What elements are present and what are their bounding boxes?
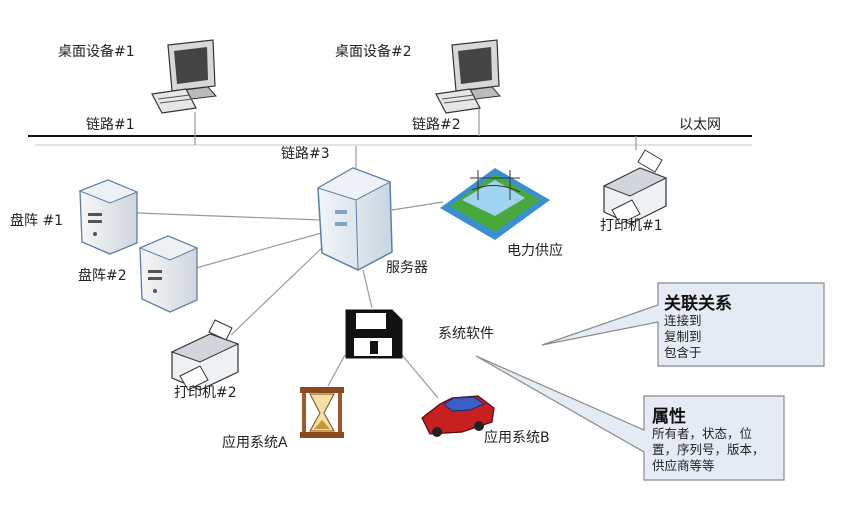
label-desktop-1: 桌面设备#1 (58, 44, 135, 60)
relations-title: 关联关系 (664, 294, 732, 314)
label-app-b: 应用系统B (484, 430, 550, 446)
printer-icon (602, 149, 668, 225)
power-supply-icon (440, 168, 550, 240)
relations-line: 复制到 (664, 329, 702, 344)
label-link-3: 链路#3 (281, 146, 330, 162)
label-server: 服务器 (386, 260, 428, 276)
attributes-title: 属性 (652, 407, 686, 427)
label-link-2: 链路#2 (412, 117, 461, 133)
label-app-a: 应用系统A (222, 435, 288, 451)
floppy-disk-icon (345, 309, 403, 359)
ethernet-bus (28, 135, 752, 146)
label-printer-1: 打印机#1 (600, 218, 663, 234)
server-icon (316, 167, 393, 271)
disk-array-icon (138, 235, 199, 313)
relations-line: 包含于 (664, 345, 702, 360)
label-ethernet: 以太网 (679, 117, 721, 133)
printer-icon (170, 319, 240, 391)
relations-line: 连接到 (664, 313, 702, 328)
disk-array-icon (78, 179, 139, 255)
hourglass-icon (300, 387, 344, 438)
label-desktop-2: 桌面设备#2 (335, 44, 412, 60)
label-system-software: 系统软件 (438, 326, 494, 342)
car-icon (421, 395, 495, 437)
connection-lines (136, 108, 637, 399)
attributes-callout (475, 355, 785, 481)
attributes-line: 所有者，状态，位 (652, 426, 753, 441)
desktop-computer-icon (435, 39, 502, 114)
label-disk-array-1: 盘阵 #1 (10, 213, 64, 229)
label-link-1: 链路#1 (86, 117, 135, 133)
label-printer-2: 打印机#2 (174, 385, 237, 401)
relations-callout (541, 282, 825, 367)
label-disk-array-2: 盘阵#2 (78, 268, 127, 284)
desktop-computer-icon (151, 39, 218, 114)
attributes-line: 置，序列号，版本， (652, 442, 765, 457)
label-power-supply: 电力供应 (507, 243, 563, 259)
attributes-line: 供应商等等 (652, 458, 715, 473)
